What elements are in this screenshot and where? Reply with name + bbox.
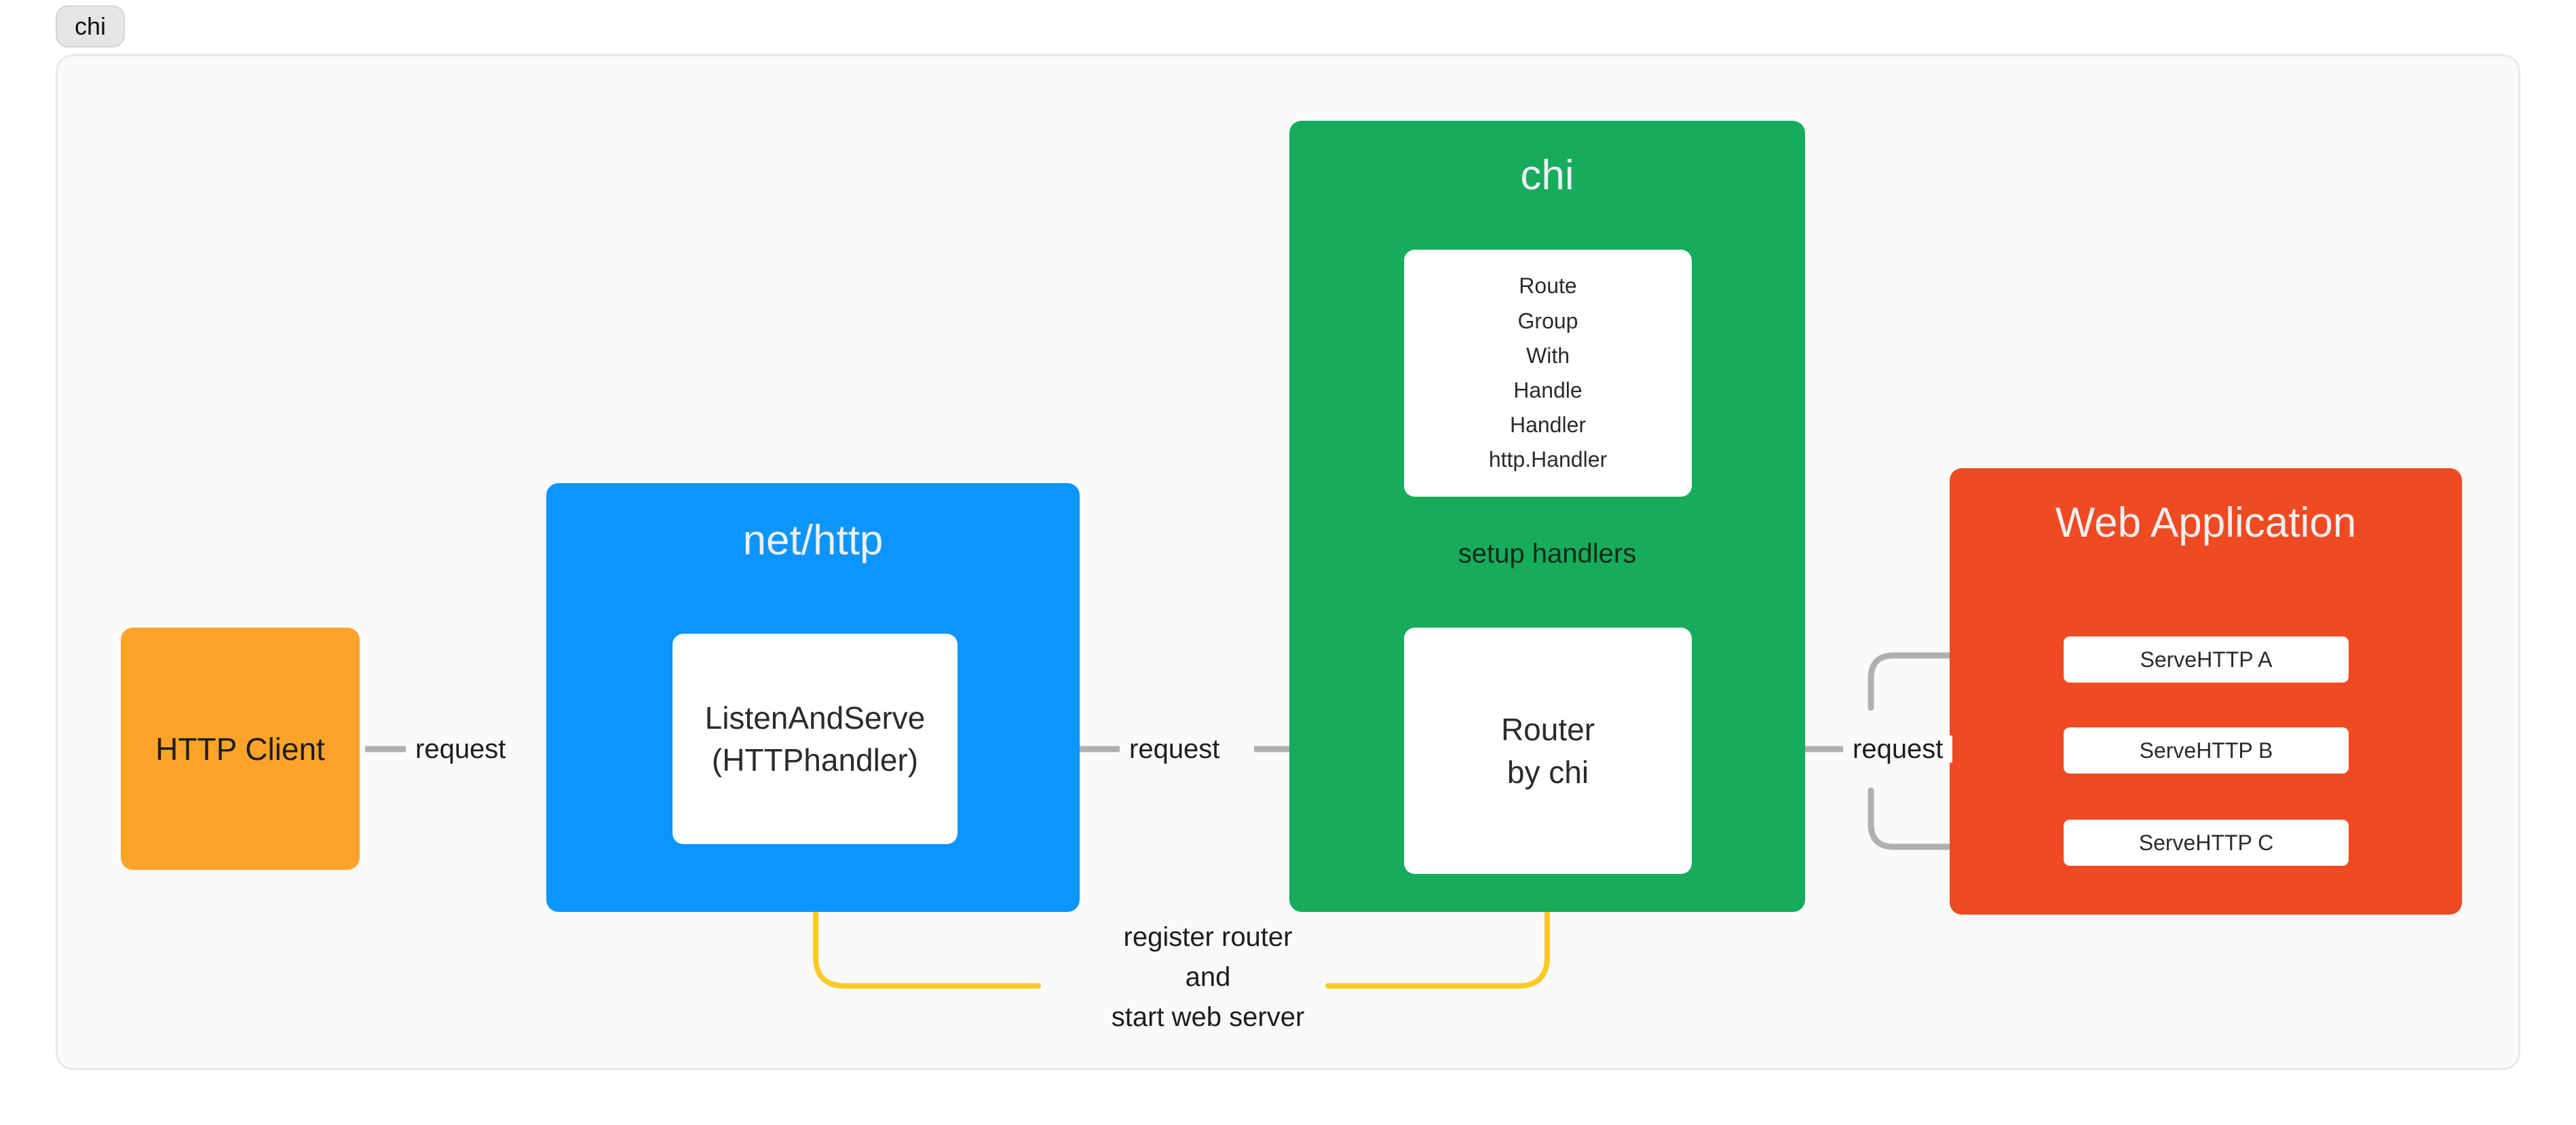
chi-api-with: With (1526, 343, 1570, 368)
edge-label-request-2: request (1120, 736, 1230, 763)
servehttp-b-label: ServeHTTP B (2139, 738, 2273, 763)
chi-api-handler: Handler (1509, 413, 1587, 438)
servehttp-a-card[interactable]: ServeHTTP A (2064, 636, 2349, 683)
nethttp-title: net/http (742, 517, 884, 564)
chi-api-group: Group (1517, 308, 1578, 333)
servehttp-c-label: ServeHTTP C (2138, 831, 2274, 855)
edge-label-request-1: request (406, 736, 516, 763)
router-line2: by chi (1507, 754, 1589, 790)
chi-api-list-card[interactable]: Route Group With Handle Handler http.Han… (1404, 250, 1692, 497)
servehttp-b-card[interactable]: ServeHTTP B (2064, 727, 2349, 774)
chi-api-handle: Handle (1513, 378, 1583, 402)
setup-handlers-label: setup handlers (1458, 539, 1637, 569)
edge-label-request-3: request (1843, 736, 1953, 763)
chi-title: chi (1520, 152, 1574, 199)
node-nethttp[interactable]: net/http ListenAndServe (HTTPhandler) (546, 483, 1080, 912)
listen-and-serve-line2: (HTTPhandler) (711, 742, 919, 778)
edge-label-register-router: register router and start web server (1038, 917, 1378, 1038)
web-application-title: Web Application (2055, 499, 2357, 546)
tab-chi[interactable]: chi (56, 5, 126, 47)
chi-api-route: Route (1519, 273, 1577, 299)
servehttp-a-label: ServeHTTP A (2140, 647, 2273, 672)
servehttp-c-card[interactable]: ServeHTTP C (2064, 820, 2349, 866)
tab-label: chi (75, 12, 107, 40)
router-line1: Router (1500, 712, 1595, 748)
chi-api-http-handler: http.Handler (1488, 447, 1608, 472)
listen-and-serve-line1: ListenAndServe (704, 700, 926, 736)
router-by-chi-card[interactable]: Router by chi (1404, 628, 1692, 874)
node-chi[interactable]: chi Route Group With Handle Handler http… (1289, 121, 1805, 912)
listen-and-serve-card[interactable]: ListenAndServe (HTTPhandler) (673, 634, 958, 844)
register-router-line3: start web server (1111, 1002, 1305, 1033)
register-router-line2: and (1185, 962, 1231, 993)
node-http-client[interactable]: HTTP Client (121, 628, 360, 870)
http-client-label: HTTP Client (155, 731, 325, 767)
node-web-application[interactable]: Web Application ServeHTTP A ServeHTTP B … (1950, 468, 2462, 915)
register-router-line1: register router (1123, 922, 1293, 952)
